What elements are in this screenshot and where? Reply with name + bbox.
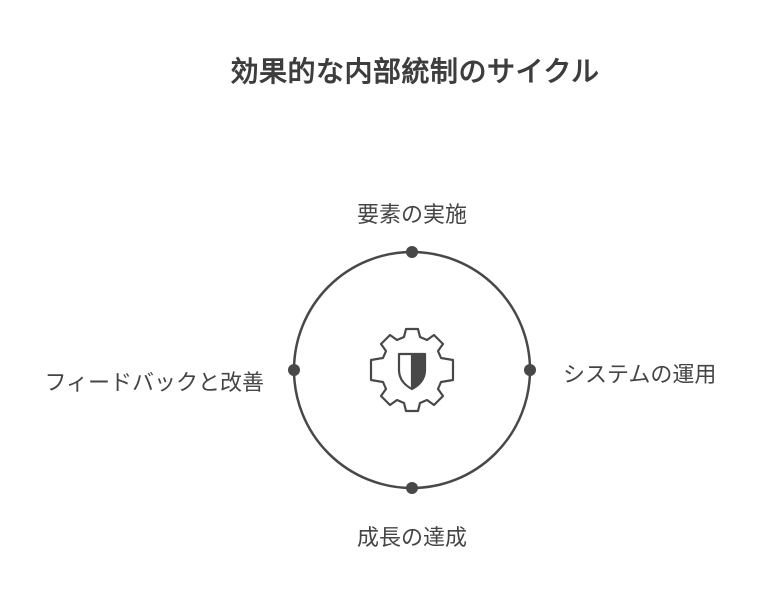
node-dot-top xyxy=(406,246,418,258)
shield-fill-half xyxy=(412,354,425,389)
node-label-right: システムの運用 xyxy=(563,363,717,388)
node-dot-left xyxy=(288,364,300,376)
node-label-left: フィードバックと改善 xyxy=(44,371,264,396)
node-dot-right xyxy=(524,364,536,376)
node-dot-bottom xyxy=(406,482,418,494)
gear-shield-icon xyxy=(369,327,455,413)
node-label-bottom: 成長の達成 xyxy=(356,526,468,551)
node-label-top: 要素の実施 xyxy=(356,203,468,228)
diagram-title: 効果的な内部統制のサイクル xyxy=(230,55,600,88)
gear-outline xyxy=(369,327,455,413)
